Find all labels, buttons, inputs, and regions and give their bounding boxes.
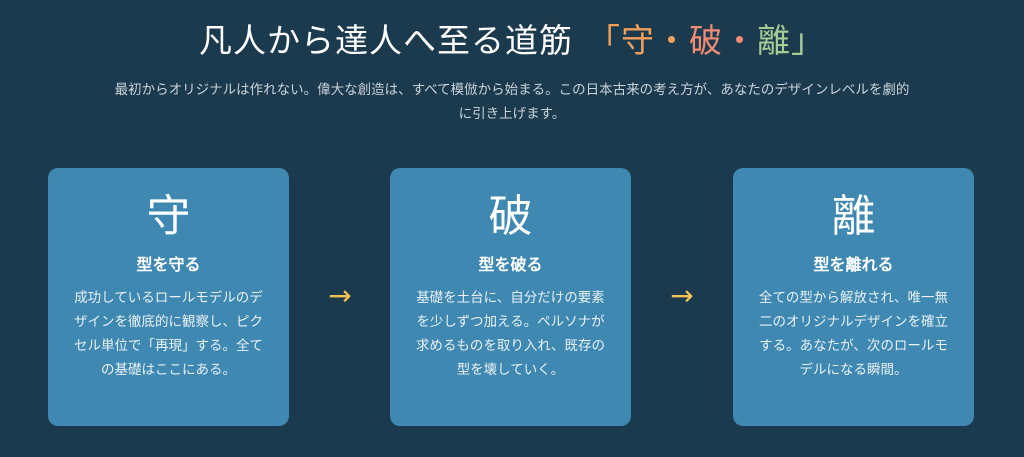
right-arrow-icon: → — [328, 279, 352, 312]
card-body: 基礎を土台に、自分だけの要素を少しずつ加える。ペルソナが求めるものを取り入れ、既… — [415, 290, 606, 378]
title-main: 凡人から達人へ至る道筋 — [199, 21, 573, 60]
card-heading: 型を離れる — [813, 255, 894, 274]
page-title: 凡人から達人へ至る道筋「守・破・離」 — [0, 16, 1024, 66]
title-shu: 守 — [621, 21, 655, 60]
card-kanji: 守 — [146, 191, 191, 242]
title-bracket-open: 「 — [587, 21, 621, 60]
card-heading: 型を破る — [478, 255, 543, 274]
card-kanji: 破 — [488, 191, 533, 242]
title-dot-1: ・ — [655, 21, 689, 60]
title-bracket-close: 」 — [791, 21, 825, 60]
card-kanji: 離 — [831, 191, 876, 242]
card-ri: 離 型を離れる 全ての型から解放され、唯一無二のオリジナルデザインを確立する。あ… — [733, 168, 974, 426]
title-ri: 離 — [757, 21, 791, 60]
card-ha: 破 型を破る 基礎を土台に、自分だけの要素を少しずつ加える。ペルソナが求めるもの… — [390, 168, 631, 426]
card-heading: 型を守る — [136, 255, 201, 274]
title-ha: 破 — [689, 21, 723, 60]
right-arrow-icon: → — [670, 279, 694, 312]
card-body: 全ての型から解放され、唯一無二のオリジナルデザインを確立する。あなたが、次のロー… — [758, 290, 949, 378]
card-shu: 守 型を守る 成功しているロールモデルのデザインを徹底的に観察し、ピクセル単位で… — [48, 168, 289, 426]
card-body: 成功しているロールモデルのデザインを徹底的に観察し、ピクセル単位で「再現」する。… — [74, 290, 263, 378]
title-dot-2: ・ — [723, 21, 757, 60]
page-subtitle: 最初からオリジナルは作れない。偉大な創造は、すべて模倣から始まる。この日本古来の… — [114, 82, 910, 122]
